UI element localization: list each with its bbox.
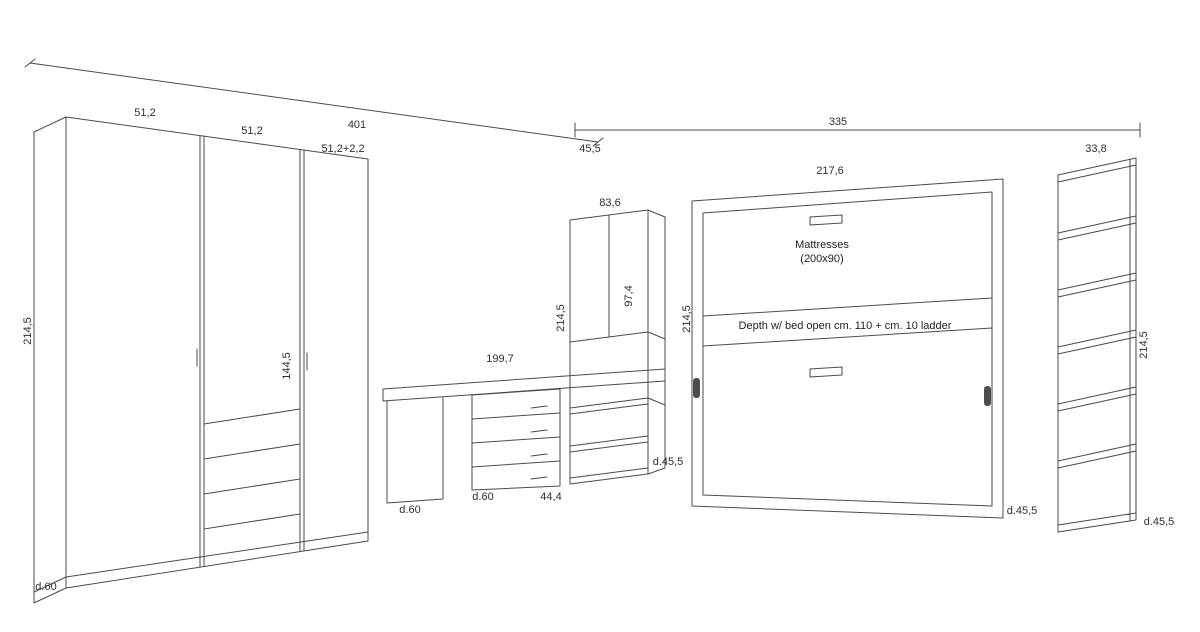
horizontal-dimension-line-335 bbox=[574, 122, 1141, 138]
dim-shelf-depth: d.45,5 bbox=[653, 456, 684, 468]
shelf-unit-outline bbox=[569, 209, 666, 485]
dim-shelf-top-width: 83,6 bbox=[599, 197, 620, 209]
dim-bookcase-width: 33,8 bbox=[1085, 143, 1106, 155]
dim-bookcase-depth: d.45,5 bbox=[1144, 516, 1175, 528]
dim-desk-leg-depth: d.60 bbox=[399, 504, 420, 516]
dim-shelf-upper-height: 97,4 bbox=[623, 285, 635, 306]
dim-drawer-unit-depth: d.60 bbox=[472, 491, 493, 503]
desk-drawing bbox=[382, 368, 666, 504]
diagonal-dimension-line-401 bbox=[24, 58, 604, 147]
wall-bed-drawing bbox=[691, 178, 1004, 519]
dim-bed-depth: d.45,5 bbox=[1007, 505, 1038, 517]
bed-left-handle bbox=[693, 378, 700, 398]
shelf-unit-drawing bbox=[569, 209, 666, 485]
dim-bookcase-height: 214,5 bbox=[1138, 331, 1150, 359]
dimension-labels: 51,2 51,2 401 51,2+2,2 214,5 144,5 d.60 … bbox=[22, 107, 1174, 593]
dim-drawer-unit-width: 44,4 bbox=[540, 491, 561, 503]
bed-open-depth-note: Depth w/ bed open cm. 110 + cm. 10 ladde… bbox=[739, 320, 952, 332]
dim-side-offset: 45,5 bbox=[579, 143, 600, 155]
dim-bed-width: 217,6 bbox=[816, 165, 844, 177]
dim-wardrobe-total-width: 401 bbox=[348, 119, 366, 131]
dim-overall-width: 335 bbox=[829, 116, 847, 128]
desk-outline bbox=[382, 368, 666, 504]
bed-mattress-label-line1: Mattresses bbox=[795, 239, 849, 251]
dim-wardrobe-door1: 51,2 bbox=[134, 107, 155, 119]
dim-shelf-height: 214,5 bbox=[555, 304, 567, 332]
bed-outline bbox=[691, 178, 1004, 519]
dim-desk-width: 199,7 bbox=[486, 353, 514, 365]
bed-right-handle bbox=[984, 386, 991, 406]
bed-mattress-label-line2: (200x90) bbox=[800, 253, 843, 265]
dimension-lines bbox=[24, 58, 1141, 147]
dim-wardrobe-height: 214,5 bbox=[22, 317, 34, 345]
dim-bed-height: 214,5 bbox=[681, 305, 693, 333]
dim-wardrobe-door2: 51,2 bbox=[241, 125, 262, 137]
bookcase-outline bbox=[1057, 157, 1137, 533]
dim-wardrobe-door-height: 144,5 bbox=[281, 352, 293, 380]
dim-wardrobe-depth: d.60 bbox=[35, 581, 56, 593]
wardrobe-outline bbox=[33, 116, 369, 604]
bookcase-drawing bbox=[1057, 157, 1137, 533]
wardrobe-drawing bbox=[33, 116, 369, 604]
dim-wardrobe-door3: 51,2+2,2 bbox=[321, 143, 364, 155]
